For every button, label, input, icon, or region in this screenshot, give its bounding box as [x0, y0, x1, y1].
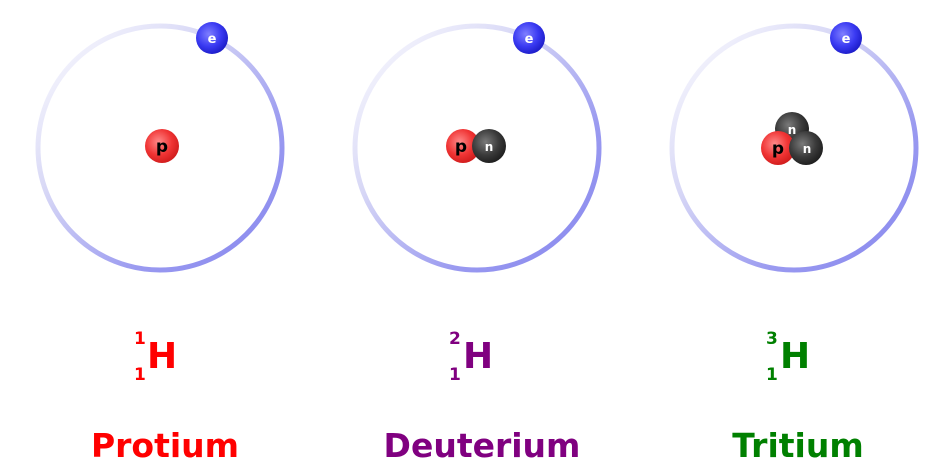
atom-protium: p e	[35, 22, 285, 273]
proton-label: p	[156, 137, 168, 157]
proton: p	[446, 129, 480, 163]
element-symbol: H	[780, 336, 810, 377]
isotope-name-tritium: Tritium	[732, 426, 863, 465]
electron-label: e	[842, 32, 851, 47]
notation-deuterium: 2 1 H	[449, 329, 493, 385]
mass-number: 1	[134, 329, 146, 349]
electron-orbit	[35, 23, 285, 273]
electron-orbit	[352, 23, 602, 273]
element-symbol: H	[147, 336, 177, 377]
isotope-name-deuterium: Deuterium	[384, 426, 581, 465]
atom-tritium: n p n e	[669, 22, 919, 273]
proton-label: p	[455, 137, 467, 157]
atomic-number: 1	[766, 365, 778, 385]
neutron-label: n	[803, 142, 812, 156]
electron-label: e	[525, 32, 534, 47]
atomic-number: 1	[449, 365, 461, 385]
neutron: n	[789, 131, 823, 165]
proton-label: p	[772, 139, 784, 159]
atom-deuterium: p n e	[352, 22, 602, 273]
element-symbol: H	[463, 336, 493, 377]
neutron-label: n	[485, 140, 494, 154]
neutron-label: n	[788, 123, 797, 137]
mass-number: 3	[766, 329, 778, 349]
isotope-name-protium: Protium	[91, 426, 239, 465]
neutron: n	[472, 129, 506, 163]
proton: p	[761, 131, 795, 165]
notation-tritium: 3 1 H	[766, 329, 810, 385]
electron-orbit	[669, 23, 919, 273]
electron-label: e	[208, 32, 217, 47]
electron: e	[513, 22, 545, 54]
proton: p	[145, 129, 179, 163]
mass-number: 2	[449, 329, 461, 349]
notation-protium: 1 1 H	[134, 329, 177, 385]
atomic-number: 1	[134, 365, 146, 385]
electron: e	[196, 22, 228, 54]
electron: e	[830, 22, 862, 54]
